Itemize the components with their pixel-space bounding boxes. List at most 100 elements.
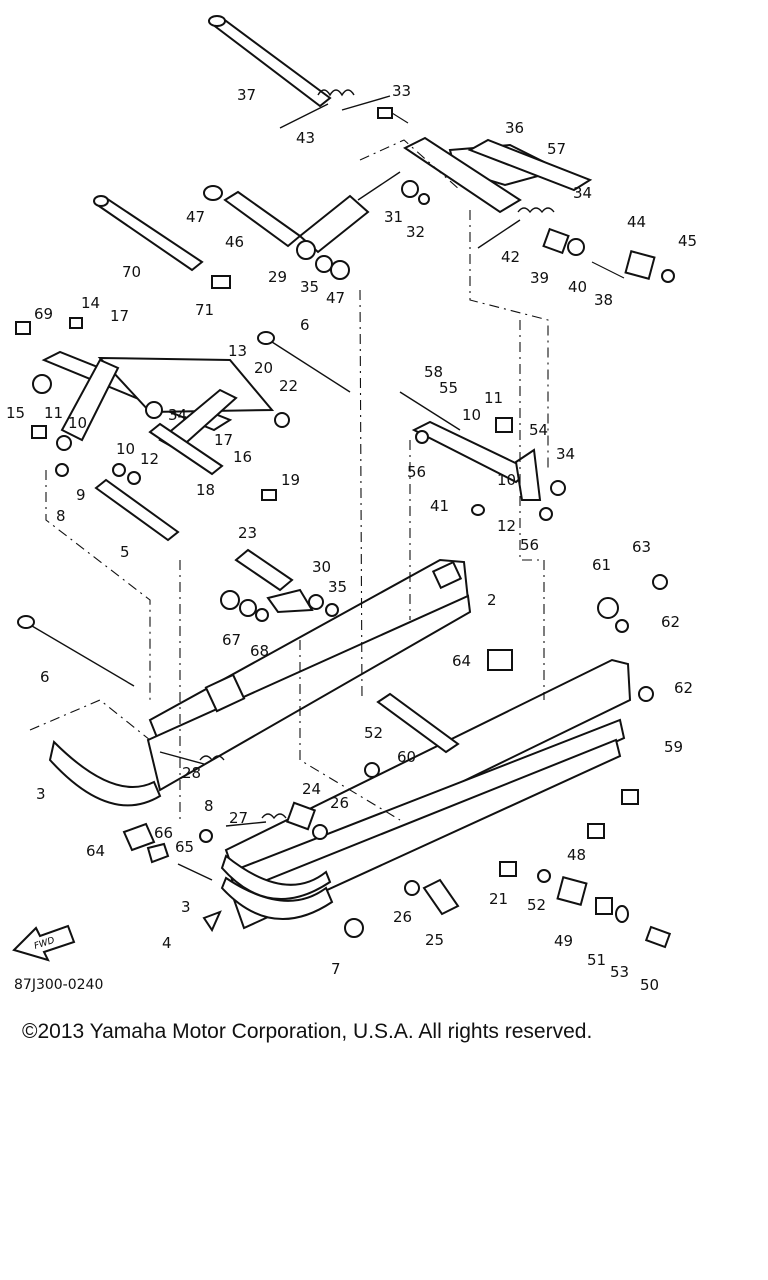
shaft-60	[376, 692, 460, 754]
bolt-33	[377, 107, 409, 124]
callout-4: 4	[162, 934, 172, 952]
callout-62: 62	[674, 679, 693, 697]
callout-2: 2	[487, 591, 497, 609]
callout-20: 20	[254, 359, 273, 377]
collars-29-35-47	[296, 240, 350, 280]
callout-51: 51	[587, 951, 606, 969]
callout-65: 65	[175, 838, 194, 856]
callout-70: 70	[122, 263, 141, 281]
callout-22: 22	[279, 377, 298, 395]
bolt-38-nut-44-45	[591, 250, 675, 283]
callout-62: 62	[661, 613, 680, 631]
callout-10: 10	[497, 471, 516, 489]
callout-38: 38	[594, 291, 613, 309]
callout-21: 21	[489, 890, 508, 908]
slide-rail-2	[146, 558, 472, 792]
callout-14: 14	[81, 294, 100, 312]
runner-3-upper	[48, 740, 162, 807]
callout-27: 27	[229, 809, 248, 827]
spring-43	[279, 89, 391, 129]
callout-33: 33	[392, 82, 411, 100]
callout-32: 32	[406, 223, 425, 241]
callout-6: 6	[40, 668, 50, 686]
callout-31: 31	[384, 208, 403, 226]
callout-34: 34	[573, 184, 592, 202]
shaft-5	[94, 478, 180, 542]
callout-6: 6	[300, 316, 310, 334]
callout-43: 43	[296, 129, 315, 147]
parts-exploded-diagram: FWD 374333365734474631322935474239403844…	[6, 15, 697, 994]
long-bolt-6-lower	[17, 615, 135, 687]
callout-46: 46	[225, 233, 244, 251]
callout-12: 12	[497, 517, 516, 535]
callout-26: 26	[330, 794, 349, 812]
callout-3: 3	[181, 898, 191, 916]
callout-5: 5	[120, 543, 130, 561]
rear-mid-arm-41	[399, 391, 566, 521]
callout-23: 23	[238, 524, 257, 542]
callout-17: 17	[214, 431, 233, 449]
callout-11: 11	[484, 389, 503, 407]
callout-12: 12	[140, 450, 159, 468]
callout-50: 50	[640, 976, 659, 994]
callout-47: 47	[186, 208, 205, 226]
shaft-70	[93, 195, 231, 289]
long-bolt-6-upper	[257, 331, 351, 393]
rear-arm-36	[403, 136, 593, 214]
callout-63: 63	[632, 538, 651, 556]
callout-11: 11	[44, 404, 63, 422]
callout-52: 52	[364, 724, 383, 742]
callout-67: 67	[222, 631, 241, 649]
callout-7: 7	[331, 960, 341, 978]
collar-23-and-30	[220, 548, 339, 622]
front-arm-13	[32, 350, 275, 452]
callout-48: 48	[567, 846, 586, 864]
reference-lines	[29, 139, 549, 821]
springs-28-27	[159, 751, 287, 827]
callout-35: 35	[328, 578, 347, 596]
callout-37: 37	[237, 86, 256, 104]
callout-47: 47	[326, 289, 345, 307]
callout-58: 58	[424, 363, 443, 381]
fwd-arrow-icon: FWD	[12, 924, 76, 962]
callout-13: 13	[228, 342, 247, 360]
callout-10: 10	[68, 414, 87, 432]
callout-52: 52	[527, 896, 546, 914]
drawing-code: 87J300-0240	[14, 977, 104, 993]
callout-8: 8	[204, 797, 214, 815]
callout-55: 55	[439, 379, 458, 397]
shaft-37	[208, 15, 332, 108]
callout-54: 54	[529, 421, 548, 439]
callout-44: 44	[627, 213, 646, 231]
callout-25: 25	[425, 931, 444, 949]
hardware-lower	[122, 574, 672, 949]
callout-18: 18	[196, 481, 215, 499]
callout-10: 10	[116, 440, 135, 458]
callout-40: 40	[568, 278, 587, 296]
callout-24: 24	[302, 780, 321, 798]
callout-34: 34	[168, 406, 187, 424]
shaft-18	[148, 422, 224, 476]
shock-absorber-46	[203, 185, 302, 248]
callout-61: 61	[592, 556, 611, 574]
bolts-front	[15, 317, 290, 501]
callout-8: 8	[56, 507, 66, 525]
callout-17: 17	[110, 307, 129, 325]
callout-26: 26	[393, 908, 412, 926]
callout-3: 3	[36, 785, 46, 803]
callout-41: 41	[430, 497, 449, 515]
callout-49: 49	[554, 932, 573, 950]
callout-15: 15	[6, 404, 25, 422]
callout-69: 69	[34, 305, 53, 323]
runner-3-lower	[220, 854, 334, 921]
callout-9: 9	[76, 486, 86, 504]
callout-34: 34	[556, 445, 575, 463]
callout-68: 68	[250, 642, 269, 660]
spring-42-collar-39	[477, 207, 585, 256]
callout-39: 39	[530, 269, 549, 287]
callout-60: 60	[397, 748, 416, 766]
callout-35: 35	[300, 278, 319, 296]
callout-71: 71	[195, 301, 214, 319]
callout-59: 59	[664, 738, 683, 756]
